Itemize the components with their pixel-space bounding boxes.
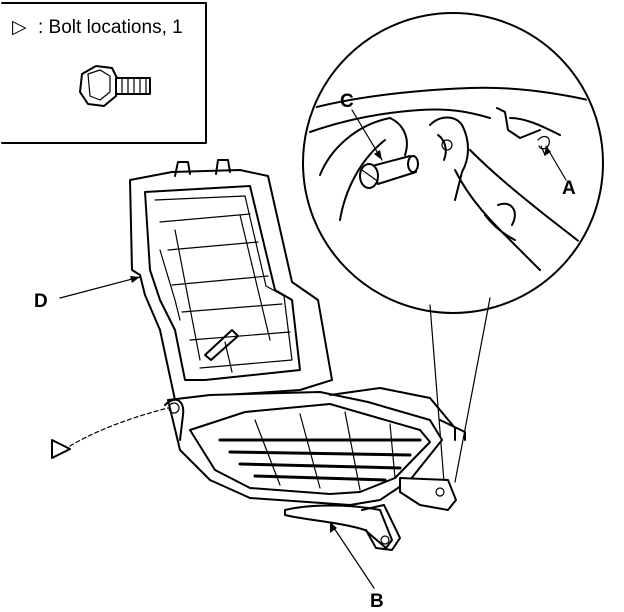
callout-a: A bbox=[544, 145, 576, 199]
label-c: C bbox=[340, 91, 354, 112]
legend-symbol: ▷ bbox=[12, 17, 27, 38]
label-b: B bbox=[370, 591, 384, 612]
label-a: A bbox=[562, 178, 576, 199]
detail-leader-left bbox=[429, 304, 445, 483]
legend-text: : Bolt locations, 1 bbox=[38, 17, 183, 38]
callout-d: D bbox=[34, 276, 141, 312]
seat-frame bbox=[129, 159, 466, 551]
legend-box: ▷ : Bolt locations, 1 bbox=[1, 2, 207, 144]
bolt-location-marker bbox=[51, 407, 169, 459]
label-d: D bbox=[34, 291, 48, 312]
detail-leader-right bbox=[454, 297, 491, 483]
pin-part bbox=[359, 155, 419, 189]
bolt-icon bbox=[79, 65, 151, 107]
detail-view bbox=[302, 12, 604, 314]
callout-b: B bbox=[329, 521, 384, 612]
callout-c: C bbox=[340, 91, 383, 161]
